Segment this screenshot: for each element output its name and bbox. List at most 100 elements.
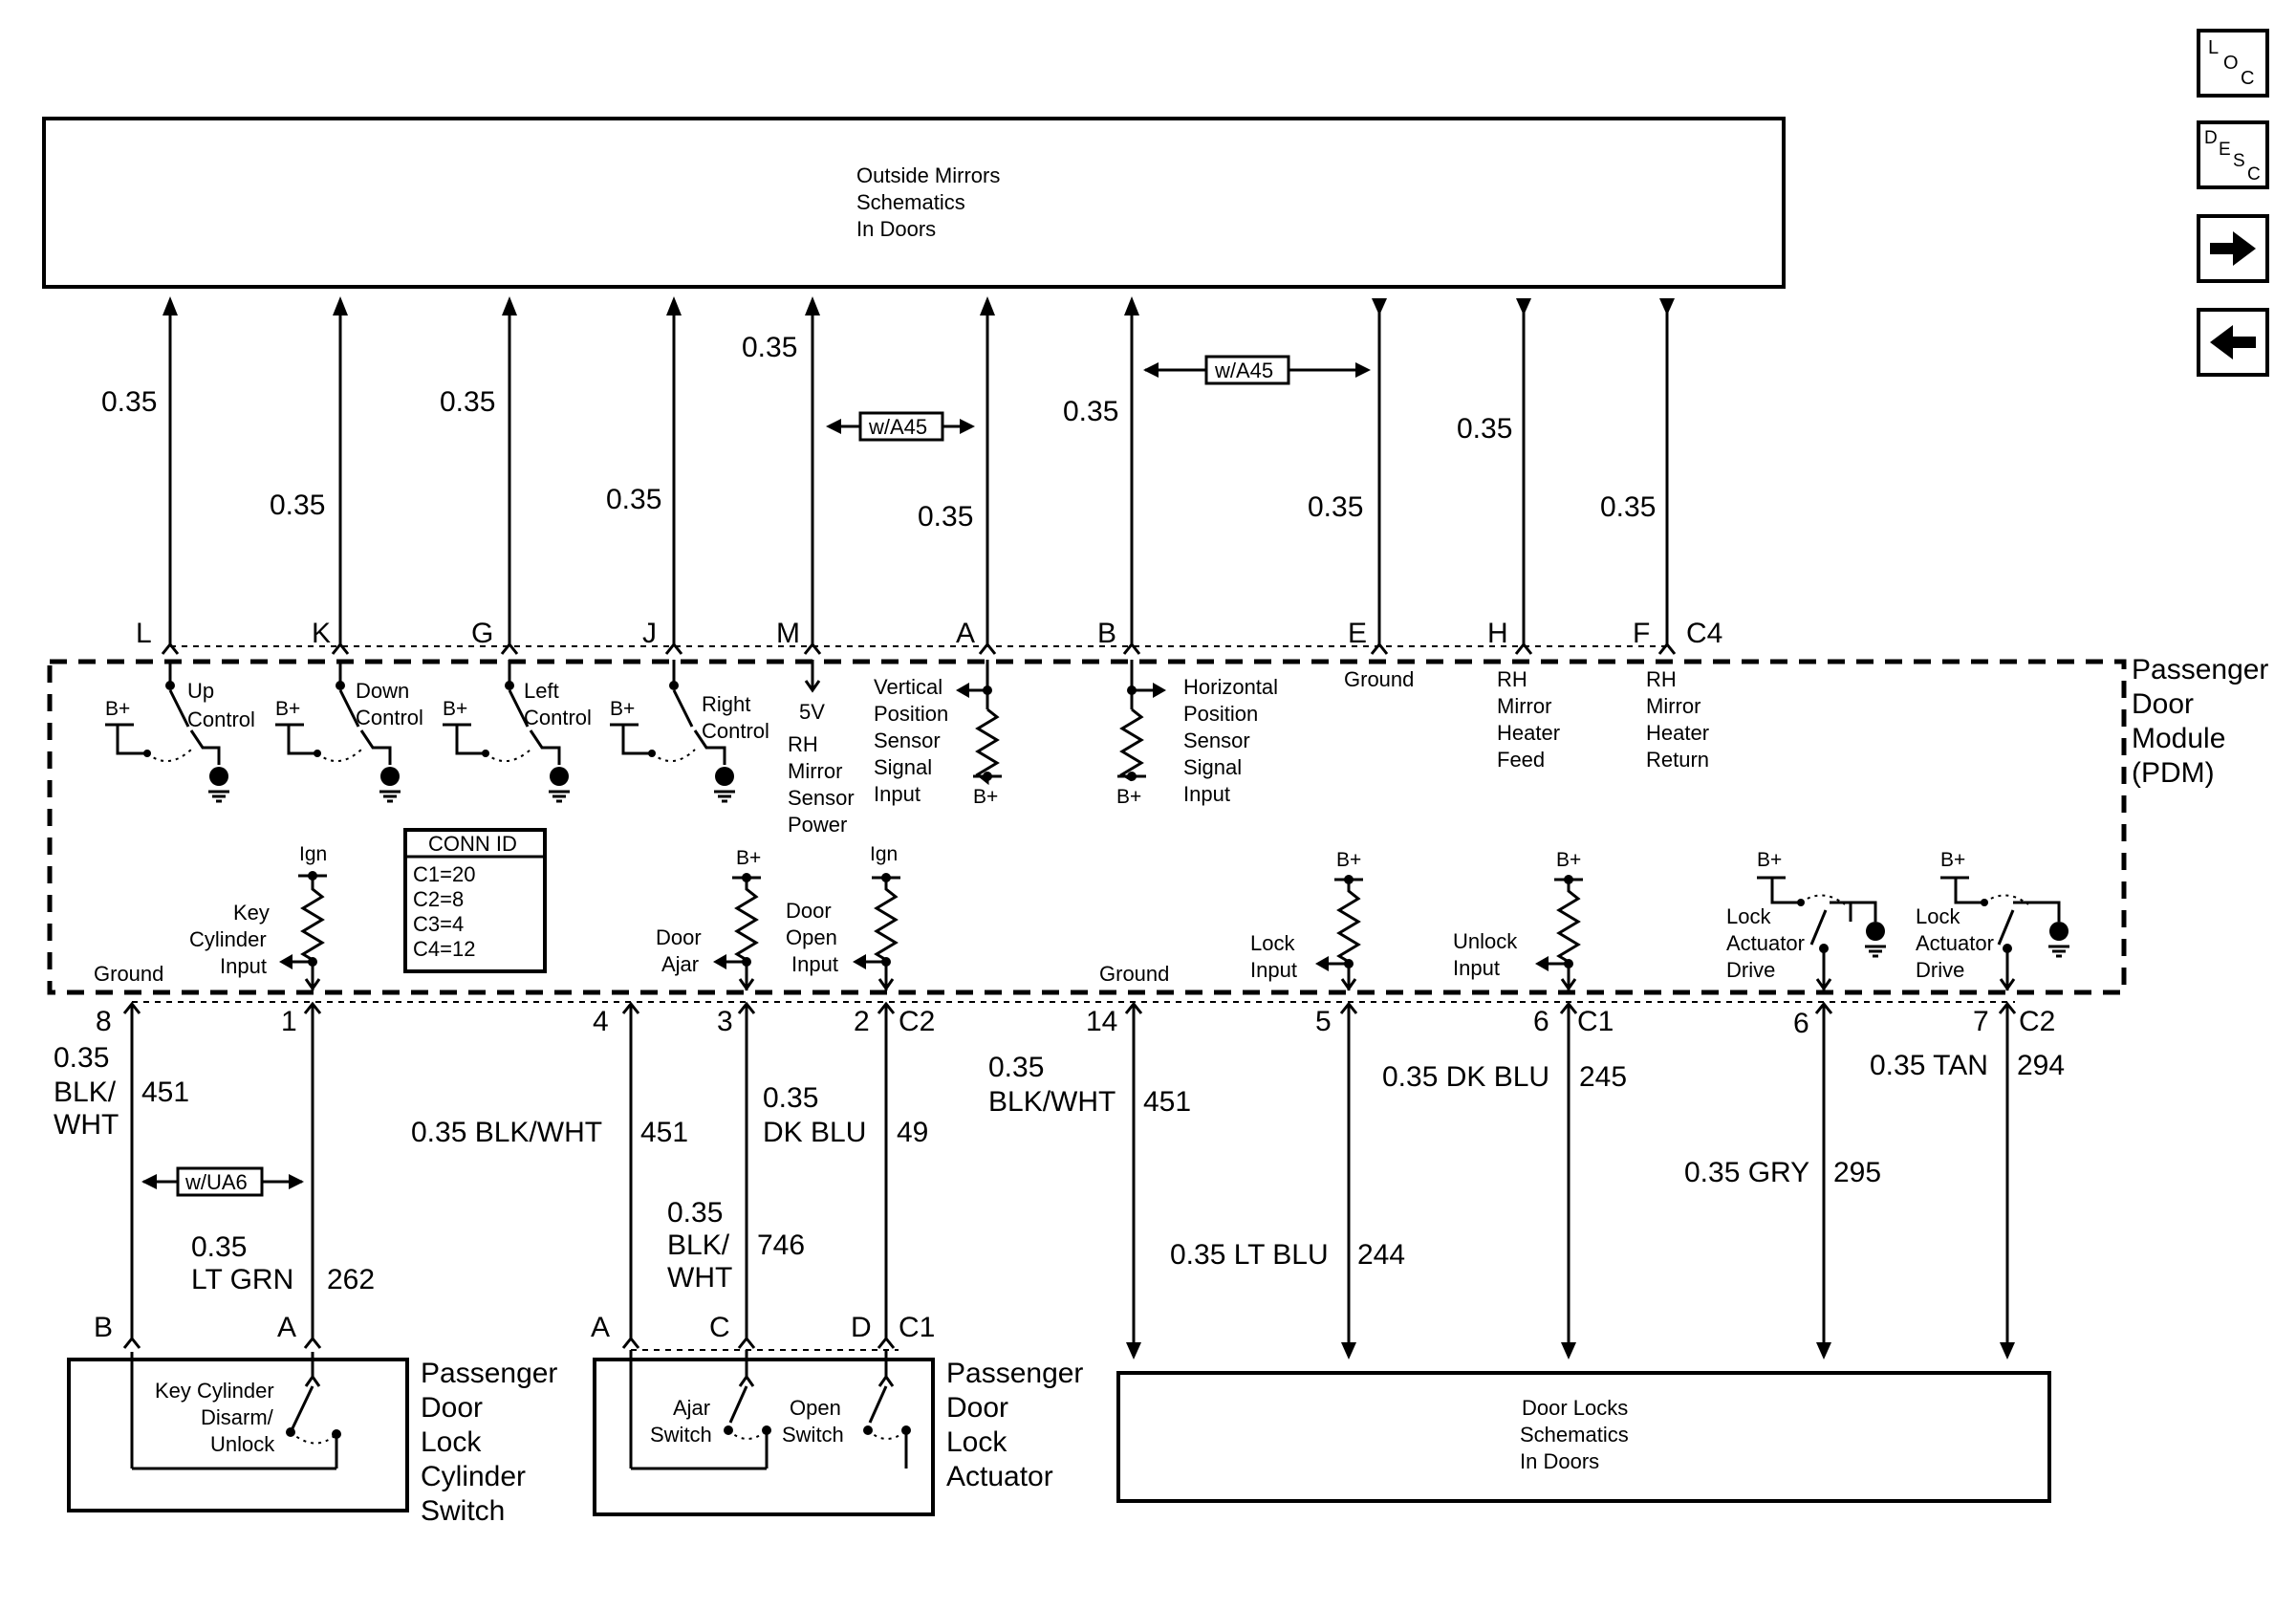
svg-text:Switch: Switch [650,1423,712,1447]
option-a45-marker: w/A45 [826,411,975,442]
forward-arrow-button[interactable] [2197,214,2269,283]
svg-text:Door Locks: Door Locks [1522,1396,1628,1420]
svg-text:O: O [2223,53,2239,74]
svg-text:Position: Position [1183,702,1258,726]
svg-text:6: 6 [1793,1008,1809,1039]
svg-text:E: E [2219,140,2231,160]
svg-text:0.35: 0.35 [606,484,661,515]
left-control-switch: B+ Left Control [443,660,592,803]
svg-text:w/A45: w/A45 [868,415,927,439]
svg-text:0.35: 0.35 [667,1197,723,1229]
pdm-ground-label: Ground [94,962,163,986]
svg-text:Door: Door [656,925,702,949]
svg-text:5V: 5V [799,700,825,724]
svg-text:Outside Mirrors: Outside Mirrors [856,163,1000,187]
svg-text:49: 49 [897,1117,928,1148]
svg-text:0.35: 0.35 [101,386,157,418]
svg-text:B+: B+ [736,847,761,869]
svg-text:Sensor: Sensor [1183,729,1250,752]
svg-text:1: 1 [281,1006,297,1037]
svg-text:Return: Return [1646,748,1709,772]
svg-text:Up: Up [187,679,214,703]
svg-text:Input: Input [1183,782,1230,806]
desc-button[interactable]: D E S C [2197,120,2269,189]
svg-text:J: J [642,618,657,649]
lock-cylinder-switch: B A Key Cylinder Disarm/ Unlock [67,1312,409,1512]
svg-text:294: 294 [2017,1050,2065,1081]
c4-ground-label: Ground [1344,667,1414,691]
svg-text:Feed: Feed [1497,748,1545,772]
svg-text:Ground: Ground [1099,962,1169,986]
svg-text:4: 4 [593,1006,609,1037]
svg-text:Lock: Lock [946,1426,1007,1458]
lock-actuator-drive-6: B+ Lock Actuator Drive [1726,849,1888,991]
svg-text:w/UA6: w/UA6 [184,1170,248,1194]
door-ajar-input: B+ Door Ajar [656,847,761,991]
svg-text:0.35: 0.35 [1600,491,1656,523]
svg-text:451: 451 [141,1077,189,1108]
svg-text:Input: Input [1453,956,1500,980]
back-arrow-button[interactable] [2197,308,2269,377]
svg-text:A: A [277,1312,296,1343]
svg-text:In Doors: In Doors [856,217,936,241]
svg-text:L: L [2208,37,2219,58]
svg-text:Lock: Lock [1250,931,1295,955]
svg-text:B+: B+ [1757,849,1782,871]
svg-text:Mirror: Mirror [1497,694,1551,718]
svg-text:Door: Door [421,1392,483,1424]
option-ua6-marker: w/UA6 [141,1166,304,1197]
svg-text:Control: Control [702,719,769,743]
svg-text:B+: B+ [443,698,467,720]
rh-mirror-heater-feed-label: RH Mirror Heater Feed [1497,667,1560,772]
svg-text:746: 746 [757,1229,805,1261]
svg-text:L: L [136,618,152,649]
svg-text:Left: Left [524,679,559,703]
c4-wire-sizes: 0.35 0.35 0.35 0.35 0.35 0.35 0.35 0.35 … [101,332,1656,533]
svg-text:A: A [591,1312,610,1343]
svg-text:C1: C1 [899,1312,935,1343]
svg-text:0.35 GRY: 0.35 GRY [1684,1157,1809,1188]
svg-text:B+: B+ [1940,849,1965,871]
right-arrow-icon [2210,231,2256,266]
svg-text:C3=4: C3=4 [413,912,464,936]
svg-text:M: M [776,618,800,649]
svg-text:0.35: 0.35 [763,1082,818,1114]
svg-text:D: D [851,1312,872,1343]
svg-text:Passenger: Passenger [946,1358,1083,1389]
down-control-switch: B+ Down Control [275,660,423,803]
svg-text:Schematics: Schematics [1520,1423,1629,1447]
svg-text:0.35: 0.35 [191,1231,247,1263]
wire-label-pin2: 0.35 DK BLU 49 [763,1082,928,1148]
svg-text:D: D [2204,128,2218,148]
svg-text:C4: C4 [1686,618,1722,649]
svg-text:245: 245 [1579,1061,1627,1093]
svg-text:CONN ID: CONN ID [428,832,517,856]
wire-label-pin4: 0.35 BLK/WHT 451 [411,1117,688,1148]
up-control-switch: B+ Up Control [105,660,255,803]
left-arrow-icon [2210,325,2256,359]
wire-label-pin5: 0.35 LT BLU 244 [1170,1239,1405,1271]
svg-text:Lock: Lock [1916,904,1960,928]
svg-text:2: 2 [854,1006,870,1037]
c1-pin-labels: 14 5 6 C1 [1086,1006,1614,1037]
svg-text:6: 6 [1533,1006,1549,1037]
loc-button[interactable]: L O C [2197,29,2269,98]
unlock-input: B+ Unlock Input [1453,849,1583,991]
svg-text:Control: Control [524,706,592,729]
svg-text:0.35 LT BLU: 0.35 LT BLU [1170,1239,1329,1271]
right-control-switch: B+ Right Control [610,660,769,803]
svg-text:C1: C1 [1577,1006,1614,1037]
svg-text:A: A [956,618,975,649]
lock-actuator-drive-7: B+ Lock Actuator Drive [1916,849,2071,991]
svg-text:0.35: 0.35 [1457,413,1512,445]
svg-text:B+: B+ [1556,849,1581,871]
svg-text:Ign: Ign [870,843,898,865]
conn-id-table: CONN ID C1=20 C2=8 C3=4 C4=12 [403,828,547,973]
svg-text:Heater: Heater [1497,721,1560,745]
rh-mirror-heater-return-label: RH Mirror Heater Return [1646,667,1709,772]
svg-text:Door: Door [786,899,832,923]
door-locks-box: Door Locks Schematics In Doors [1116,1371,2051,1503]
svg-text:B: B [94,1312,113,1343]
c4-wires [161,296,1677,655]
svg-text:Down: Down [356,679,409,703]
